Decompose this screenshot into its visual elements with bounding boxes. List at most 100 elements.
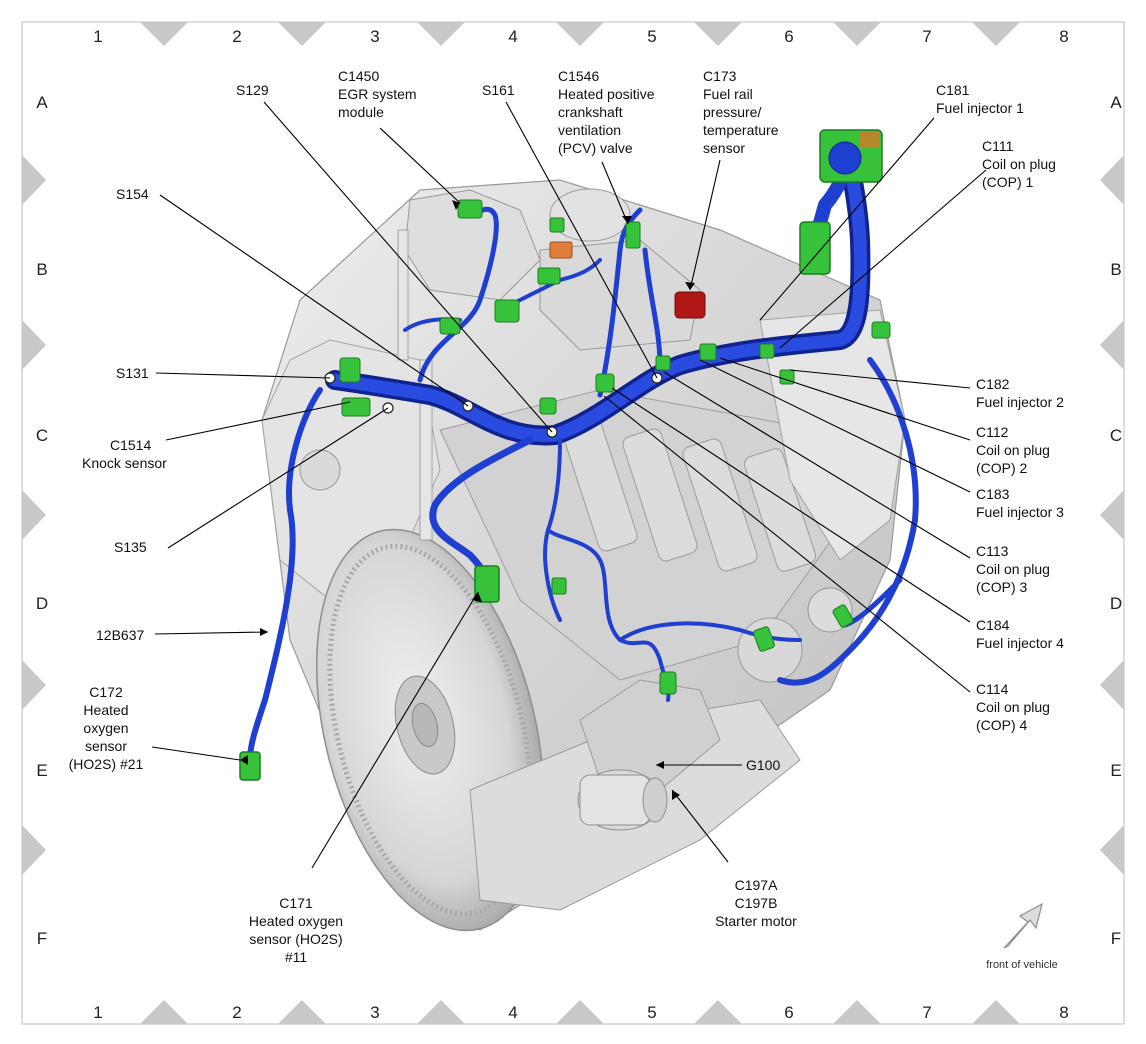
throttle-body: [404, 189, 541, 301]
label-c197b: C197B: [735, 895, 778, 911]
label-c1546-line3: crankshaft: [558, 104, 623, 120]
label-c1546-code: C1546: [558, 68, 599, 84]
label-s154: S154: [116, 186, 149, 202]
label-s129: S129: [236, 82, 269, 98]
label-12b637: 12B637: [96, 627, 144, 643]
connector-c1514: [341, 397, 371, 417]
label-c173-line2: Fuel rail: [703, 86, 753, 102]
label-c1450-line3: module: [338, 104, 384, 120]
border-triangles: [22, 22, 1124, 1024]
front-of-vehicle-label: front of vehicle: [986, 959, 1058, 971]
label-c171-line2: Heated oxygen: [249, 913, 343, 929]
grid-row-c-right: C: [1110, 426, 1122, 445]
label-c113-line2: Coil on plug: [976, 561, 1050, 577]
label-c184-code: C184: [976, 617, 1010, 633]
grid-col-6: 6: [784, 27, 793, 46]
label-c173-line3: pressure/: [703, 104, 761, 120]
grid-columns-top: 1 2 3 4 5 6 7 8: [93, 27, 1068, 46]
label-c1450-code: C1450: [338, 68, 379, 84]
label-c112-line2: Coil on plug: [976, 442, 1050, 458]
grid-col-4-bottom: 4: [508, 1003, 517, 1022]
label-c1546-line5: (PCV) valve: [558, 140, 633, 156]
connector-c172: [239, 751, 261, 781]
grid-row-c: C: [36, 426, 48, 445]
grid-row-a: A: [36, 93, 48, 112]
right-cylinder-bank: [759, 309, 906, 561]
connector-c111: [799, 221, 831, 275]
label-c171-code: C171: [279, 895, 313, 911]
label-c173-code: C173: [703, 68, 737, 84]
label-c183-desc: Fuel injector 3: [976, 504, 1064, 520]
label-c111-line3: (COP) 1: [982, 174, 1034, 190]
grid-row-d: D: [36, 594, 48, 613]
leader-lines: [151, 101, 987, 869]
grid-row-a-right: A: [1110, 93, 1122, 112]
grid-rows-right: A B C D E F: [1110, 93, 1122, 948]
label-c1546-line4: ventilation: [558, 122, 621, 138]
front-arrow-icon: [1003, 902, 1043, 949]
label-c1514-code: C1514: [110, 437, 151, 453]
starter-motor: [577, 769, 668, 831]
label-c114-line3: (COP) 4: [976, 717, 1028, 733]
label-c111-line2: Coil on plug: [982, 156, 1056, 172]
grid-col-3-bottom: 3: [370, 1003, 379, 1022]
label-c182-desc: Fuel injector 2: [976, 394, 1064, 410]
label-c1546-line2: Heated positive: [558, 86, 655, 102]
grid-row-e-right: E: [1110, 761, 1121, 780]
label-c114-code: C114: [976, 681, 1009, 697]
label-c1514-desc: Knock sensor: [82, 455, 167, 471]
connectors: [239, 129, 891, 781]
label-c112-line3: (COP) 2: [976, 460, 1028, 476]
grid-col-1-bottom: 1: [93, 1003, 102, 1022]
grid-row-e: E: [36, 761, 47, 780]
label-c171-line4: #11: [285, 949, 308, 965]
label-c171-line3: sensor (HO2S): [249, 931, 342, 947]
callout-labels: S129 C1450 EGR system module S161 C1546 …: [69, 68, 1064, 965]
connector-c1546: [625, 221, 641, 249]
grid-row-f-right: F: [1111, 929, 1121, 948]
label-s131: S131: [116, 365, 149, 381]
label-c173-line5: sensor: [703, 140, 745, 156]
label-c172-line5: (HO2S) #21: [69, 756, 144, 772]
label-c181-desc: Fuel injector 1: [936, 100, 1024, 116]
grid-col-2-bottom: 2: [232, 1003, 241, 1022]
grid-col-7: 7: [922, 27, 931, 46]
connector-c171: [474, 565, 500, 603]
label-c113-line3: (COP) 3: [976, 579, 1028, 595]
label-starter-motor: Starter motor: [715, 913, 797, 929]
connector-c1450: [457, 199, 483, 219]
label-c172-line4: sensor: [85, 738, 127, 754]
label-c184-desc: Fuel injector 4: [976, 635, 1064, 651]
grid-row-d-right: D: [1110, 594, 1122, 613]
label-c172-code: C172: [89, 684, 123, 700]
grid-columns-bottom: 1 2 3 4 5 6 7 8: [93, 1003, 1068, 1022]
label-s161: S161: [482, 82, 515, 98]
grid-row-b: B: [36, 260, 47, 279]
intake-runners: [562, 418, 816, 572]
label-c182-code: C182: [976, 376, 1010, 392]
label-c1450-line2: EGR system: [338, 86, 417, 102]
grid-col-8-bottom: 8: [1059, 1003, 1068, 1022]
label-c183-code: C183: [976, 486, 1010, 502]
label-c111-code: C111: [982, 138, 1014, 154]
grid-col-4: 4: [508, 27, 517, 46]
grid-col-5: 5: [647, 27, 656, 46]
grid-row-b-right: B: [1110, 260, 1121, 279]
label-c112-code: C112: [976, 424, 1009, 440]
label-c197a: C197A: [735, 877, 778, 893]
label-c181-code: C181: [936, 82, 970, 98]
label-c172-line3: oxygen: [83, 720, 128, 736]
grid-row-f: F: [37, 929, 47, 948]
grid-col-6-bottom: 6: [784, 1003, 793, 1022]
grid-col-5-bottom: 5: [647, 1003, 656, 1022]
grid-col-1: 1: [93, 27, 102, 46]
grid-col-3: 3: [370, 27, 379, 46]
grid-col-8: 8: [1059, 27, 1068, 46]
label-g100: G100: [746, 757, 780, 773]
grid-col-7-bottom: 7: [922, 1003, 931, 1022]
front-of-vehicle-indicator: front of vehicle: [986, 902, 1058, 971]
label-c114-line2: Coil on plug: [976, 699, 1050, 715]
sensor-c173: [674, 291, 706, 319]
label-c172-line2: Heated: [83, 702, 128, 718]
